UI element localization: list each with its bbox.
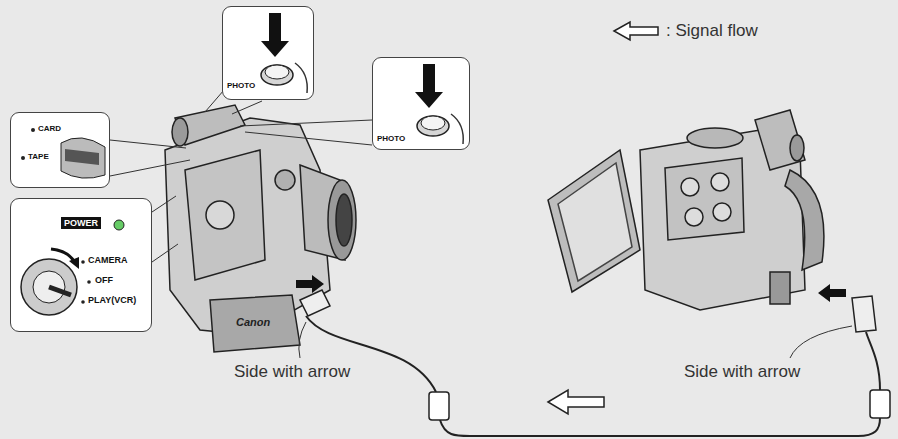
leader-line: [110, 90, 852, 358]
button-inset: PHOTO: [222, 6, 314, 100]
part-label: Side with arrow: [684, 362, 800, 382]
dv-cable: [306, 316, 880, 436]
right-camcorder: [548, 110, 876, 332]
legend-entry: : Signal flow: [612, 20, 758, 42]
control-label: CARD: [38, 124, 61, 133]
signal-arrow: [548, 390, 604, 414]
legend-text: : Signal flow: [666, 21, 758, 41]
switch-inset: CARD TAPE: [10, 112, 110, 188]
control-label: OFF: [95, 275, 113, 285]
control-label: PHOTO: [227, 81, 255, 90]
ferrite-core: [429, 392, 449, 420]
control-label: POWER: [61, 217, 101, 229]
left-camcorder: [165, 105, 356, 352]
insert-arrow: [818, 284, 846, 302]
control-label: CAMERA: [88, 255, 128, 265]
control-label: PHOTO: [377, 134, 405, 143]
ferrite-core: [870, 390, 890, 418]
control-label: PLAY(VCR): [88, 295, 136, 305]
part-label: Side with arrow: [234, 362, 350, 382]
button-inset: PHOTO: [372, 57, 470, 150]
power-dial-inset: POWER CAMERA OFF PLAY(VCR): [10, 198, 152, 332]
control-label: TAPE: [28, 152, 49, 161]
insert-arrow: [296, 275, 324, 293]
legend-arrow: [612, 20, 662, 42]
brand-logo: Canon: [236, 316, 270, 329]
